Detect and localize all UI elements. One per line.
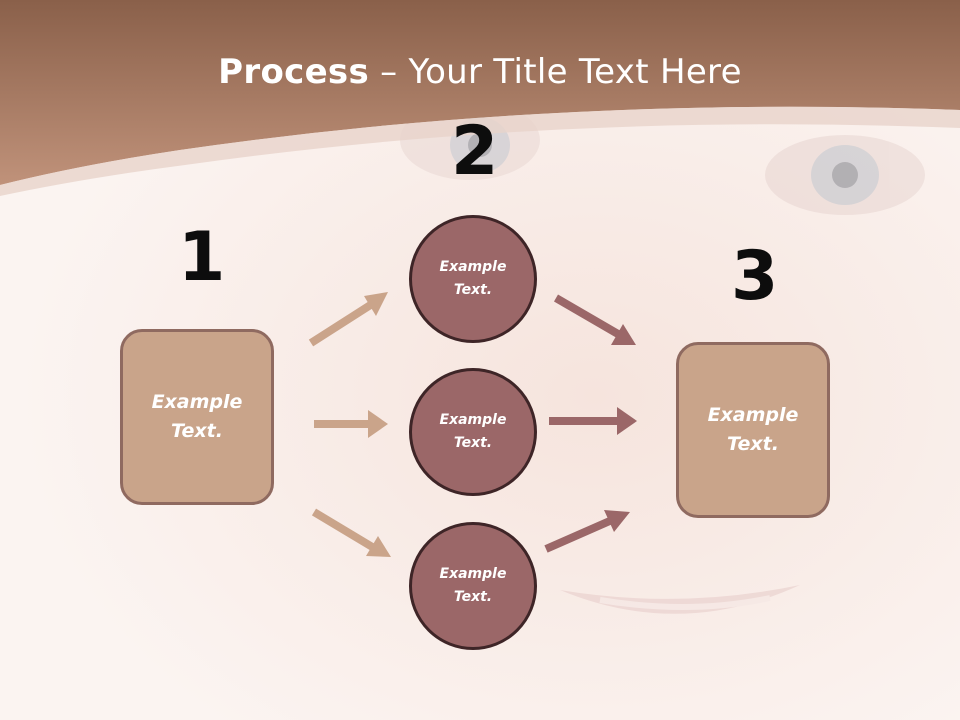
arrow-top-to-3 (553, 294, 636, 345)
header-curve-highlight (0, 106, 960, 196)
step-3-label: Example Text. (708, 401, 799, 459)
circle-middle-line-2: Text. (453, 435, 493, 451)
arrow-middle-to-3 (549, 407, 637, 435)
step-3-box: Example Text. (676, 342, 830, 518)
header-band (0, 0, 960, 185)
title-rest: – Your Title Text Here (369, 52, 742, 92)
title-bold: Process (218, 52, 370, 92)
step-3-label-line-2: Text. (727, 433, 779, 455)
step-number-1: 1 (178, 218, 226, 297)
step-number-2: 2 (451, 112, 499, 191)
slide-title: Process – Your Title Text Here (0, 52, 960, 92)
step-1-label-line-2: Text. (171, 420, 223, 442)
step-3-label-line-1: Example (707, 404, 799, 426)
circle-bottom-line-2: Text. (453, 589, 493, 605)
step-1-label: Example Text. (152, 388, 243, 446)
arrow-1-to-top (308, 292, 388, 347)
step-1-box: Example Text. (120, 329, 274, 505)
step-number-3: 3 (731, 237, 779, 316)
step-1-label-line-1: Example (151, 391, 243, 413)
circle-top-line-1: Example (439, 259, 507, 275)
circle-top-line-2: Text. (453, 282, 493, 298)
circle-middle-line-1: Example (439, 412, 507, 428)
arrow-bottom-to-3 (544, 510, 630, 553)
arrow-1-to-bottom (311, 508, 391, 557)
arrow-1-to-middle (314, 410, 388, 438)
circle-bottom-line-1: Example (439, 566, 507, 582)
